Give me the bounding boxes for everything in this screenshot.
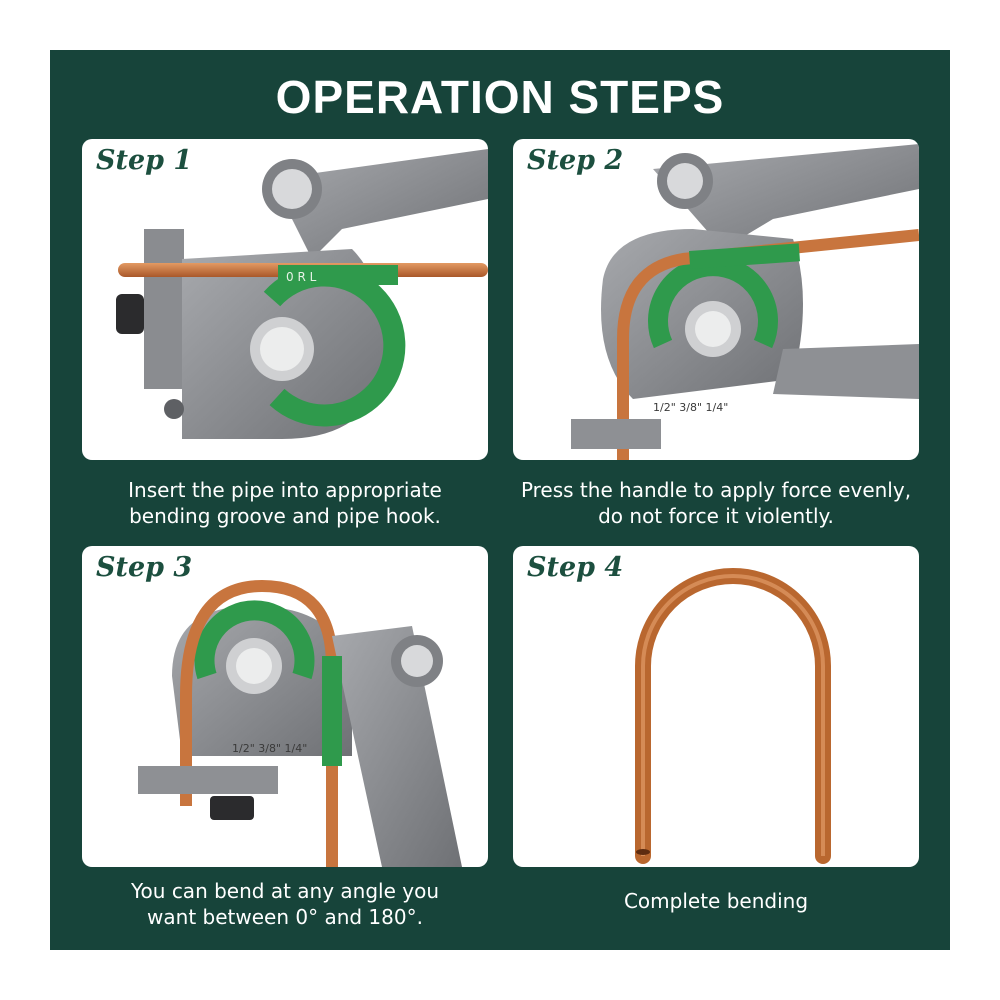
hook-bracket xyxy=(571,419,661,449)
handle-arm xyxy=(653,144,919,249)
handle-arm xyxy=(272,149,488,259)
step-3-caption-line-2: want between 0° and 180°. xyxy=(147,905,423,929)
size-marks: 1/2" 3/8" 1/4" xyxy=(232,742,307,755)
step-1-panel: 0 R L Step 1 xyxy=(82,139,488,460)
step-4-panel: Step 4 xyxy=(513,546,919,867)
copper-pipe xyxy=(180,579,338,867)
step-1-caption-line-2: bending groove and pipe hook. xyxy=(129,504,441,528)
step-3-illustration: 1/2" 3/8" 1/4" xyxy=(138,579,462,867)
ruler-letters: 0 R L xyxy=(286,270,317,284)
lower-handle xyxy=(773,344,919,399)
step-4-label: Step 4 xyxy=(527,552,624,583)
step-2-illustration: 1/2" 3/8" 1/4" xyxy=(571,144,919,460)
step-1-caption: Insert the pipe into appropriate bending… xyxy=(82,477,488,529)
step-2-panel: 1/2" 3/8" 1/4" Step 2 xyxy=(513,139,919,460)
bent-copper-pipe xyxy=(635,568,831,864)
step-2-label: Step 2 xyxy=(527,145,624,176)
copper-pipe xyxy=(617,229,919,460)
hook-bracket xyxy=(138,766,278,794)
step-4-caption-line-1: Complete bending xyxy=(623,889,809,913)
step-2-caption-line-1: Press the handle to apply force evenly, xyxy=(520,478,912,502)
size-marks: 1/2" 3/8" 1/4" xyxy=(653,401,728,414)
step-4-caption: Complete bending xyxy=(513,888,919,914)
step-3-caption-line-1: You can bend at any angle you xyxy=(130,879,440,903)
scale-ruler xyxy=(689,243,800,269)
degree-scale xyxy=(194,600,315,680)
scale-ruler xyxy=(322,656,342,766)
handle-arm xyxy=(332,626,462,867)
adjust-knob xyxy=(210,796,254,820)
page-title: OPERATION STEPS xyxy=(275,71,725,123)
step-3-label: Step 3 xyxy=(96,552,193,583)
step-3-panel: 1/2" 3/8" 1/4" Step 3 xyxy=(82,546,488,867)
step-1-caption-line-1: Insert the pipe into appropriate xyxy=(128,478,442,502)
scale-ruler xyxy=(278,265,398,285)
adjust-knob xyxy=(116,294,144,334)
step-2-caption: Press the handle to apply force evenly, … xyxy=(513,477,919,529)
step-4-illustration xyxy=(635,568,831,864)
step-2-caption-line-2: do not force it violently. xyxy=(598,504,834,528)
pipe-hook-bracket xyxy=(144,229,184,389)
step-3-caption: You can bend at any angle you want betwe… xyxy=(82,878,488,930)
step-1-illustration: 0 R L xyxy=(116,149,488,439)
step-1-label: Step 1 xyxy=(96,145,193,176)
